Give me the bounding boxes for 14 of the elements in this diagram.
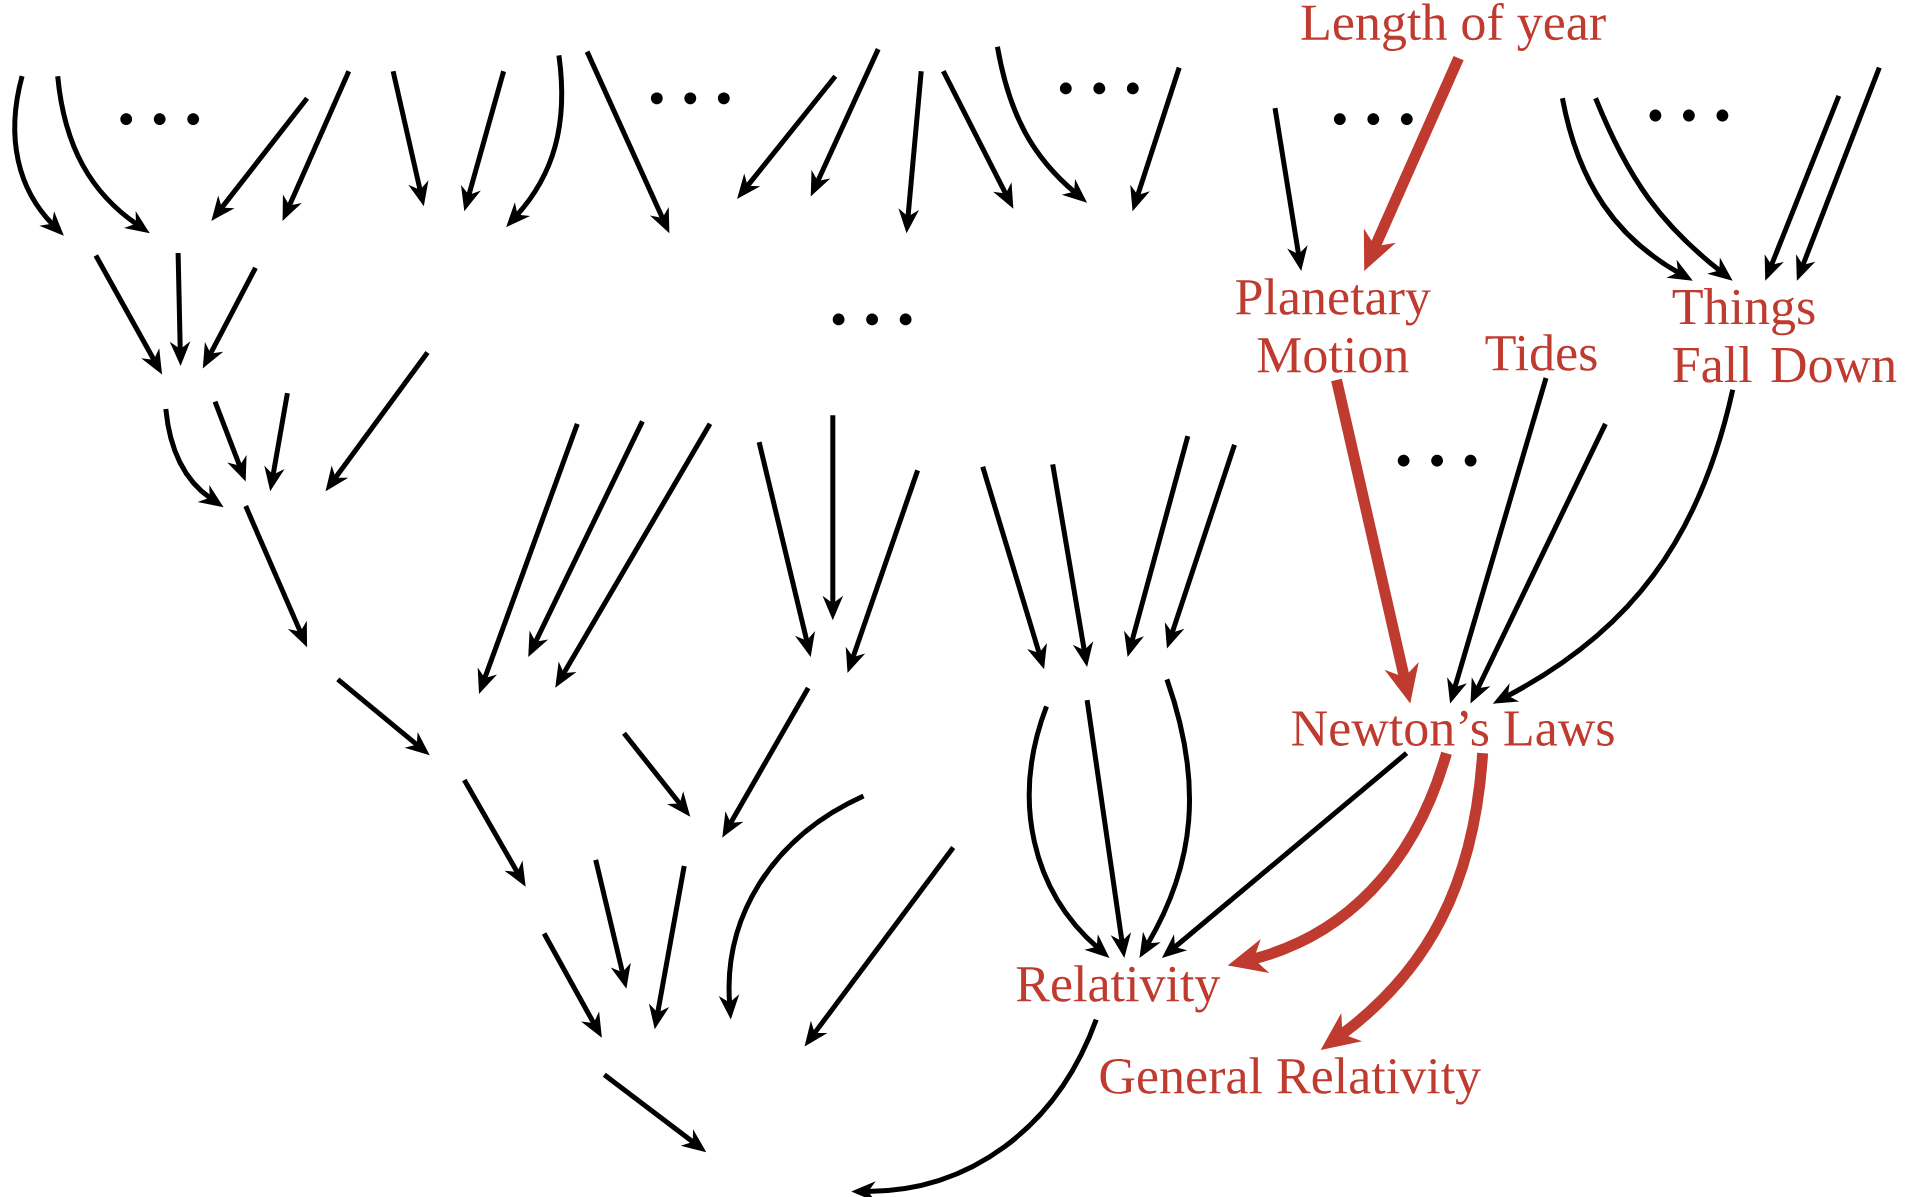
concept-label: General Relativity [1100, 1057, 1481, 1105]
ellipsis-dots: … [1059, 82, 1139, 95]
ellipsis-dots: … [650, 92, 730, 105]
ellipsis-dots: … [1649, 109, 1729, 122]
concept-label: Planetary Motion [1236, 278, 1431, 373]
ellipsis-dots: … [1333, 113, 1413, 125]
concept-label: Tides [1485, 334, 1597, 371]
concept-label: Length of year [1301, 3, 1606, 51]
concept-label: Things Fall Down [1672, 288, 1897, 383]
concept-label: Relativity [1016, 965, 1221, 1013]
ellipsis-dots: … [832, 313, 912, 326]
concept-label: Newton’s Laws [1292, 710, 1614, 746]
ellipsis-dots: … [120, 113, 200, 125]
ellipsis-dots: … [1397, 454, 1477, 467]
